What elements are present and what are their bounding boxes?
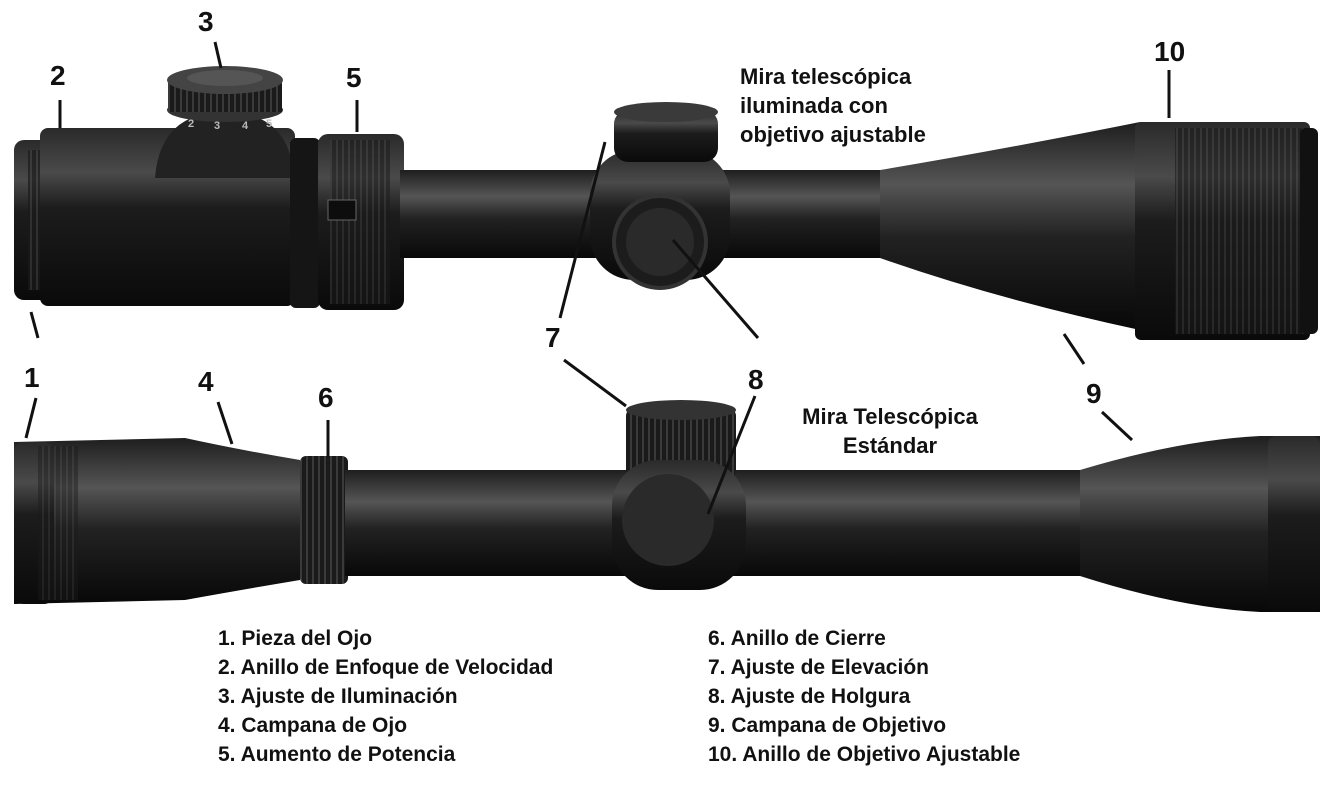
eyepiece [14,438,300,604]
callout-3: 3 [198,6,214,37]
leader-8b [706,395,757,515]
dial-mark-2: 2 [188,118,195,130]
legend-item: 8. Ajuste de Holgura [708,685,911,708]
leader-lines [24,41,1171,515]
title-illuminated-line-1: Mira telescópica [740,64,912,89]
callout-10: 10 [1154,36,1186,67]
legend-right: 6. Anillo de Cierre 7. Ajuste de Elevaci… [708,624,1020,769]
title-illuminated-line-3: objetivo ajustable [740,122,926,147]
legend-item: 4. Campana de Ojo [218,714,408,737]
callout-2: 2 [50,60,66,91]
legend-item: 6. Anillo de Cierre [708,627,886,650]
callout-8: 8 [748,364,764,395]
title-illuminated: Mira telescópica iluminada con objetivo … [740,62,926,149]
illuminated-scope [14,66,1318,340]
title-standard-line-2: Estándar [842,433,938,458]
power-ring [290,138,320,308]
title-standard-line-1: Mira Telescópica [802,404,978,429]
windage-cap-standard [622,474,714,566]
leader-7b [563,358,627,408]
dial-mark-5: 5 [266,118,273,130]
objective-bell [880,122,1140,330]
callout-7: 7 [545,322,561,353]
callout-1: 1 [24,362,40,393]
leader-8 [671,239,760,339]
leader-9 [1062,333,1086,365]
title-standard: Mira Telescópica Estándar [780,402,1000,460]
legend-left: 1. Pieza del Ojo 2. Anillo de Enfoque de… [218,624,553,769]
legend-item: 1. Pieza del Ojo [218,627,373,650]
callout-5: 5 [346,62,362,93]
callout-6: 6 [318,382,334,413]
leader-7 [558,141,607,319]
illumination-turret-base [155,112,294,178]
legend-item: 3. Ajuste de Iluminación [218,685,458,708]
callout-9: 9 [1086,378,1102,409]
leader-1 [29,311,40,339]
leader-3 [213,41,223,69]
legend-item: 5. Aumento de Potencia [218,743,456,766]
legend-item: 2. Anillo de Enfoque de Velocidad [218,656,554,679]
lock-ring [300,456,348,584]
callout-4: 4 [198,366,214,397]
elevation-turret [614,110,718,162]
legend-item: 9. Campana de Objetivo [708,714,947,737]
leader-9b [1100,410,1134,442]
leader-4 [216,401,234,445]
legend-item: 7. Ajuste de Elevación [708,656,929,679]
objective-bell-standard [1080,436,1320,612]
legend-item: 10. Anillo de Objetivo Ajustable [708,743,1021,766]
dial-mark-3: 3 [214,120,221,132]
leader-1b [24,397,38,439]
title-illuminated-line-2: iluminada con [740,93,888,118]
dial-mark-4: 4 [242,120,249,132]
